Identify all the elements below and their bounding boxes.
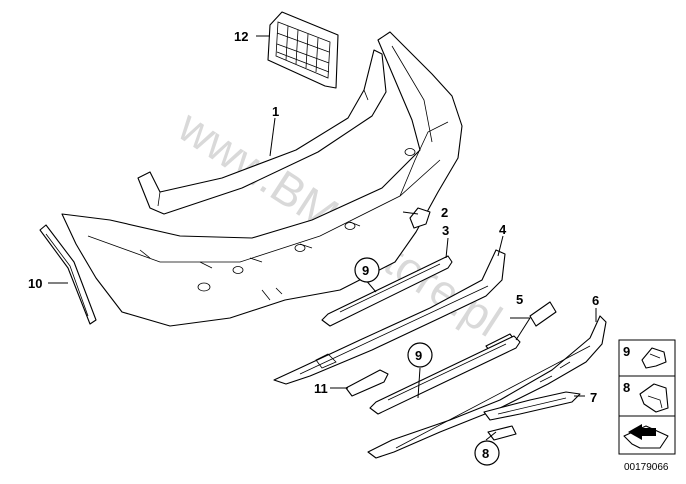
callout-8: 8 xyxy=(482,446,489,461)
part-4-trim xyxy=(273,249,506,385)
callout-7: 7 xyxy=(590,390,597,405)
callout-11: 11 xyxy=(314,381,328,396)
legend-clip-9-icon xyxy=(641,347,667,369)
part-3-reflector xyxy=(321,255,453,327)
bumper-cover xyxy=(61,31,463,327)
callout-6: 6 xyxy=(592,293,599,308)
legend-label-8: 8 xyxy=(623,380,630,395)
callout-2: 2 xyxy=(441,205,448,220)
callout-3: 3 xyxy=(442,223,449,238)
part-12-grille xyxy=(267,11,339,89)
part-1-strip xyxy=(137,49,387,215)
part-5-block-upper xyxy=(529,301,557,327)
callout-5: 5 xyxy=(516,292,523,307)
part-9-reflector xyxy=(369,335,521,415)
callout-12: 12 xyxy=(234,29,248,44)
part-8-bracket xyxy=(487,425,517,441)
callout-9-lower: 9 xyxy=(415,348,422,363)
callout-9-upper: 9 xyxy=(362,263,369,278)
part-6-lower-strip xyxy=(367,315,607,459)
callouts: 12 1 2 3 4 5 6 7 10 11 9 9 8 xyxy=(28,29,599,466)
diagram-code: 00179066 xyxy=(624,462,669,473)
part-11-piece xyxy=(345,369,389,397)
leader-lines xyxy=(48,35,597,441)
part-10-side-strip xyxy=(39,224,97,325)
callout-4: 4 xyxy=(499,222,507,237)
part-2-clip xyxy=(409,207,431,229)
legend-label-9: 9 xyxy=(623,344,630,359)
callout-1: 1 xyxy=(272,104,279,119)
arrow-icon xyxy=(623,424,669,449)
part-7-small-strip xyxy=(483,391,581,421)
callout-10: 10 xyxy=(28,276,42,291)
legend-panel: 9 8 xyxy=(618,339,676,455)
legend-bracket-8-icon xyxy=(639,383,669,413)
